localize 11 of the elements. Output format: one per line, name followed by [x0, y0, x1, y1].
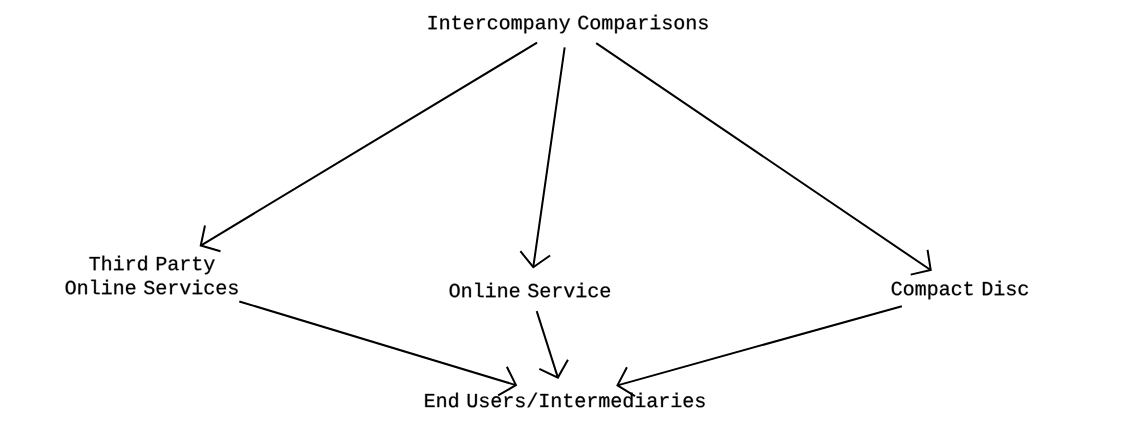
- arrow: [616, 305, 903, 398]
- text-label: Intercompany Comparisons: [428, 14, 708, 34]
- arrow: [595, 42, 932, 276]
- arrow: [519, 46, 566, 269]
- text-label: Third Party Online Services: [65, 255, 238, 295]
- text-label: Compact Disc: [891, 280, 1028, 300]
- text-label: Online Service: [449, 282, 610, 298]
- arrow: [535, 310, 569, 379]
- arrow: [238, 300, 518, 397]
- text-label: End Users/Intermediaries: [425, 392, 705, 408]
- arrow: [199, 41, 539, 253]
